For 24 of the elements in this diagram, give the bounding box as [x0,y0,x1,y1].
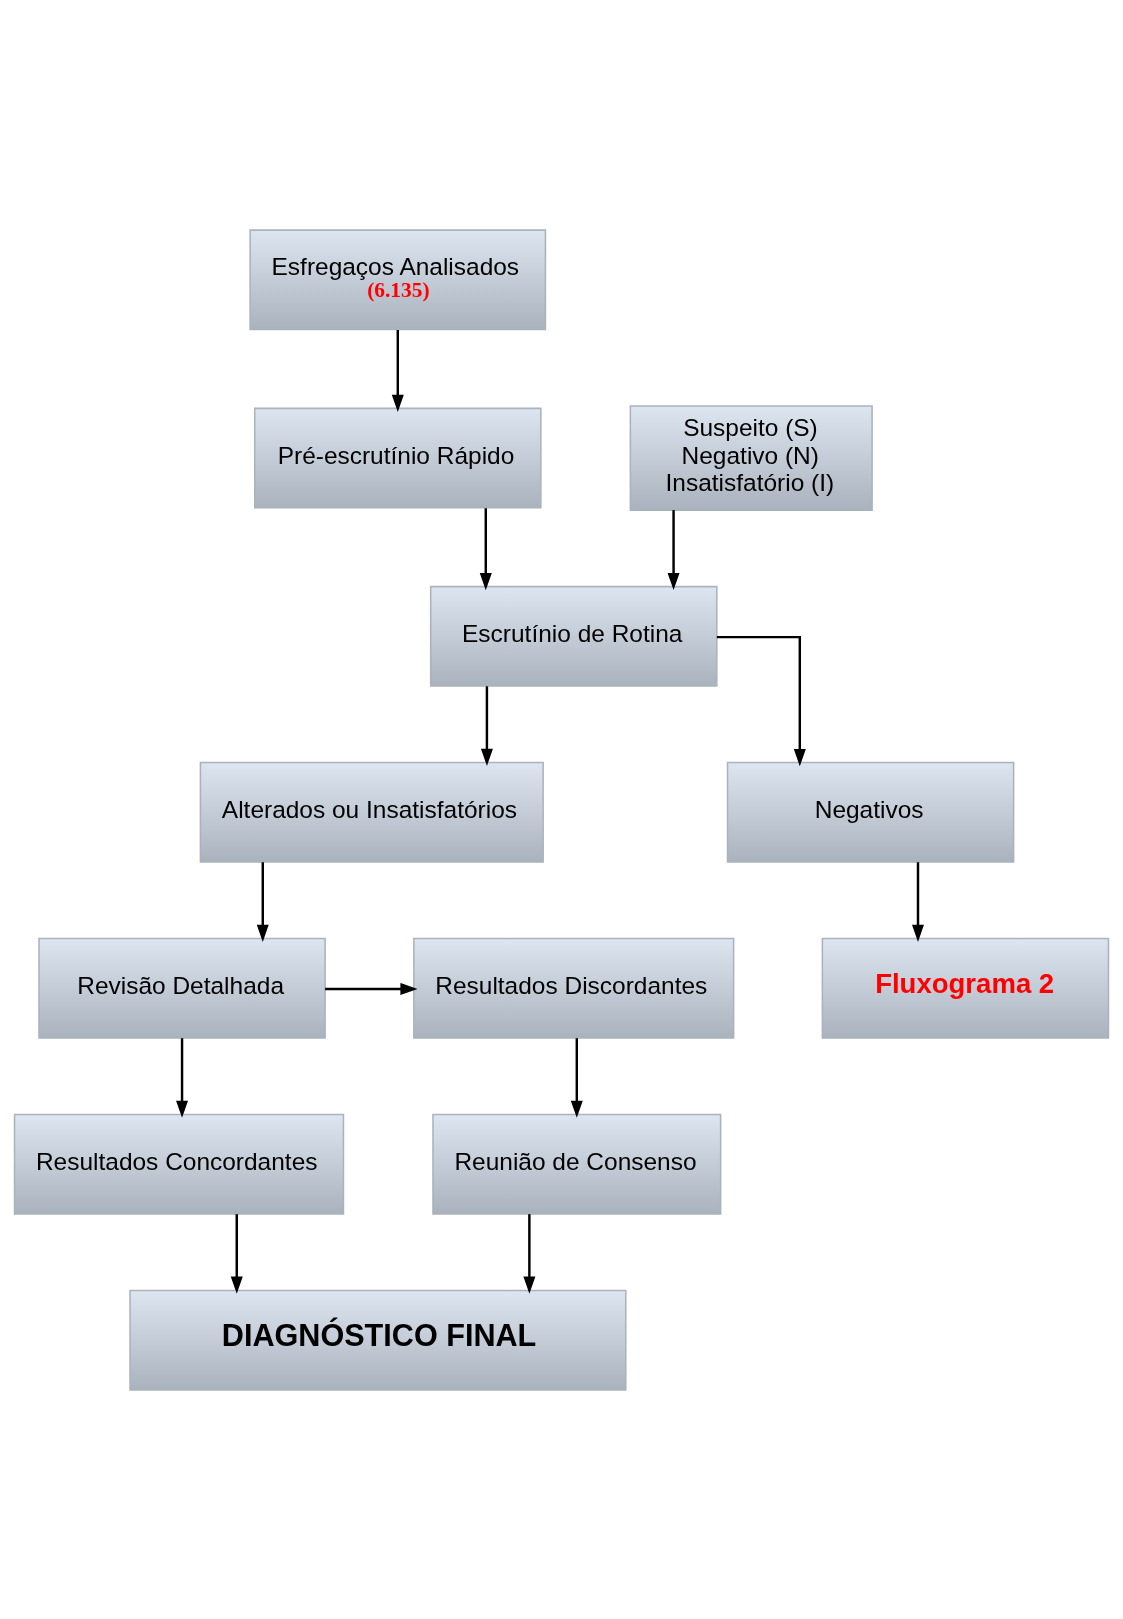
node-box: Escrutínio de Rotina [429,585,718,687]
node-box: Suspeito (S) Negativo (N) Insatisfatório (I) [629,404,873,511]
node-box: Alterados ou Insatisfatórios [199,761,544,863]
arrow [912,861,924,942]
arrow [479,507,492,590]
arrow [325,982,418,995]
node-box: Fluxograma 2 [821,937,1110,1039]
arrow [230,1213,243,1294]
arrow [256,861,269,942]
arrow [523,1213,536,1294]
node-box: Resultados Concordantes [13,1113,345,1215]
arrow [716,635,806,766]
arrow [391,329,404,412]
node-box: Resultados Discordantes [413,937,735,1039]
node-box: Revisão Detalhada [38,937,326,1039]
node-box: Reunião de Consenso [432,1113,722,1215]
node-box: Negativos [726,761,1015,863]
arrow [176,1037,189,1118]
node-box: Esfregaços Analisados (6.135) [249,228,547,330]
node-box: Pré-escrutínio Rápido [253,407,542,509]
arrow [480,685,493,766]
arrow [667,509,680,590]
arrow [570,1037,583,1118]
node-box: DIAGNÓSTICO FINAL [129,1289,627,1391]
